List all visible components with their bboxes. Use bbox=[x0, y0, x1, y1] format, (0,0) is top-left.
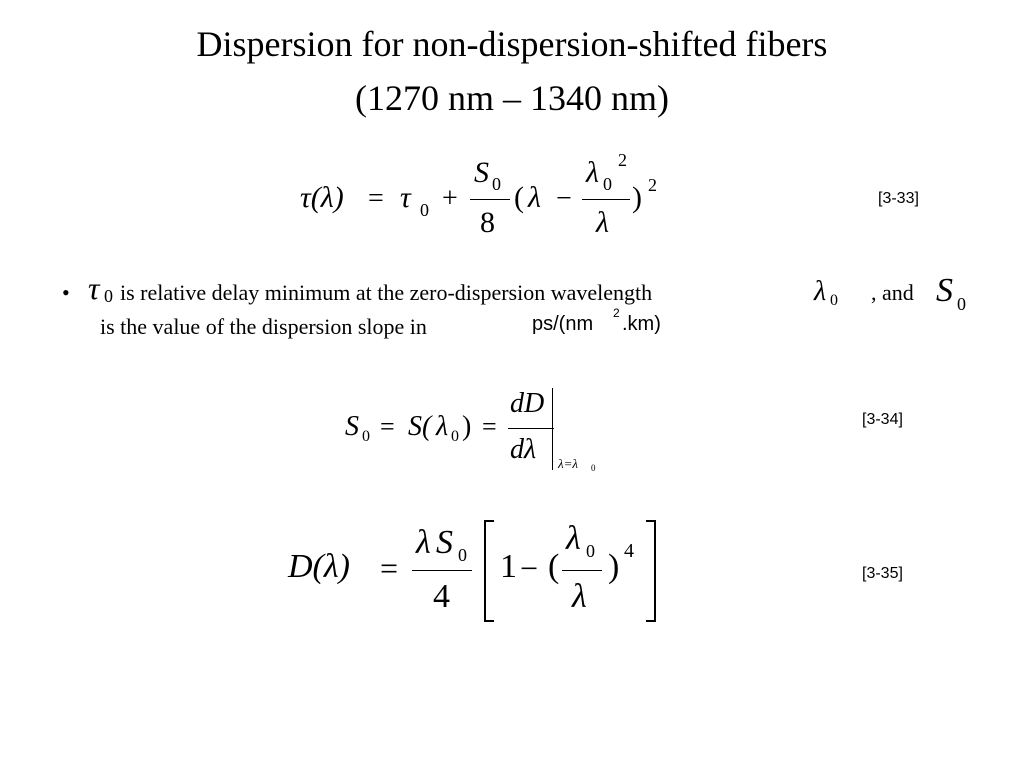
eq35-fraction-bar-2 bbox=[562, 570, 602, 571]
eq35-minus: − bbox=[520, 550, 539, 586]
bullet-marker: • bbox=[62, 280, 70, 305]
eq33-tau-sub: 0 bbox=[420, 200, 429, 220]
eq35-den-4: 4 bbox=[433, 578, 450, 615]
eq34-eval-at: λ=λ bbox=[558, 456, 579, 471]
eq35-lhs: D(λ) bbox=[288, 548, 350, 585]
eq33-den-lambda: λ bbox=[596, 206, 609, 239]
eq35-right-bracket bbox=[646, 520, 656, 622]
eq33-num-exp: 2 bbox=[618, 150, 627, 170]
eq34-equals-1: = bbox=[380, 412, 395, 441]
slide-title-line-1: Dispersion for non-dispersion-shifted fi… bbox=[196, 24, 828, 64]
eq35-exp-4: 4 bbox=[624, 540, 634, 562]
bullet-text-2: is the value of the dispersion slope in bbox=[100, 314, 427, 339]
eq34-equals-2: = bbox=[482, 412, 497, 441]
eq34-s-of: S( bbox=[408, 411, 432, 442]
bullet-lambda-sub: 0 bbox=[830, 292, 838, 309]
unit-base: ps/(nm bbox=[532, 313, 594, 335]
eq34-lambda-sub: 0 bbox=[451, 428, 459, 445]
eq35-open-paren: ( bbox=[548, 548, 560, 585]
eq33-s: S bbox=[474, 156, 489, 189]
bullet-tau: τ bbox=[88, 270, 100, 306]
eq35-den-lambda: λ bbox=[572, 578, 587, 615]
eq33-lambda: λ bbox=[528, 181, 541, 214]
eq33-fraction-bar-2 bbox=[582, 199, 630, 200]
eq33-den-8: 8 bbox=[480, 206, 495, 239]
eq35-left-bracket bbox=[484, 520, 494, 622]
slide-title-line-2: (1270 nm – 1340 nm) bbox=[355, 78, 669, 118]
equation-number-3-35: [3-35] bbox=[862, 565, 903, 582]
eq33-equals: = bbox=[368, 183, 384, 214]
bullet-tau-sub: 0 bbox=[104, 286, 113, 306]
eq33-num-lambda-sub: 0 bbox=[603, 174, 612, 194]
eq35-num-lambda-sub: 0 bbox=[586, 541, 595, 561]
eq34-eval-sub: 0 bbox=[591, 463, 596, 473]
eq33-outer-exp: 2 bbox=[648, 175, 657, 195]
equation-number-3-34: [3-34] bbox=[862, 411, 903, 428]
eq34-numerator: dD bbox=[510, 388, 545, 419]
eq33-lhs: τ(λ) bbox=[300, 181, 344, 214]
eq33-fraction-bar-1 bbox=[470, 199, 510, 200]
equation-number-3-33: [3-33] bbox=[878, 190, 919, 207]
eq35-one: 1 bbox=[500, 548, 517, 585]
eq34-lambda: λ bbox=[436, 411, 449, 442]
bullet-s-sub: 0 bbox=[957, 294, 966, 314]
eq34-denominator: dλ bbox=[510, 434, 537, 465]
bullet-text-and: , and bbox=[871, 280, 914, 305]
bullet-lambda: λ bbox=[814, 276, 827, 307]
eq33-open-paren: ( bbox=[514, 181, 524, 214]
eq34-s-sub: 0 bbox=[362, 428, 370, 445]
eq35-fraction-bar-1 bbox=[412, 570, 472, 571]
unit-end: .km) bbox=[622, 313, 661, 335]
eq33-s-sub: 0 bbox=[492, 174, 501, 194]
eq35-num-s: S bbox=[436, 524, 453, 561]
eq34-fraction-bar bbox=[508, 428, 554, 429]
eq33-minus: − bbox=[556, 183, 572, 214]
unit-exponent: 2 bbox=[613, 306, 620, 320]
eq35-num-lambda-0: λ bbox=[566, 520, 581, 557]
bullet-text-1: is relative delay minimum at the zero-di… bbox=[120, 280, 653, 305]
bullet-s: S bbox=[936, 272, 953, 309]
eq35-num-lambda: λ bbox=[416, 524, 431, 561]
eq33-num-lambda: λ bbox=[586, 156, 599, 189]
eq34-close-paren: ) bbox=[462, 411, 472, 442]
eq35-close-paren: ) bbox=[608, 548, 620, 585]
eq34-evaluation-bar bbox=[552, 388, 553, 470]
eq35-num-s-sub: 0 bbox=[458, 545, 467, 565]
eq33-tau: τ bbox=[400, 181, 411, 214]
eq35-equals: = bbox=[380, 550, 399, 586]
eq33-close-paren: ) bbox=[632, 181, 642, 214]
eq33-plus: + bbox=[442, 183, 458, 214]
eq34-s: S bbox=[345, 411, 359, 442]
